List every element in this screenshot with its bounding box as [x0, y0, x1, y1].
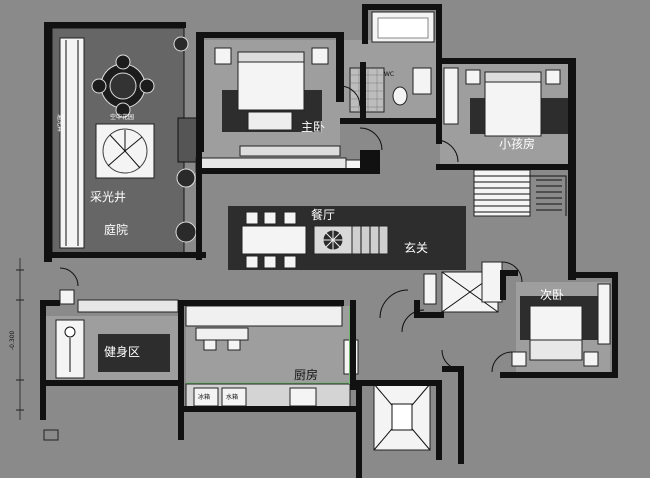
label-foyer: 玄关 — [404, 240, 428, 255]
gym-area — [46, 289, 180, 382]
label-master-bedroom: 主卧 — [301, 120, 325, 134]
tree-planter — [95, 123, 155, 179]
label-appliance-right: 水箱 — [226, 393, 238, 401]
label-level-mark: -0.300 — [9, 330, 16, 350]
toilet — [392, 86, 408, 106]
second-bedroom-area — [511, 282, 611, 374]
kitchen-area — [185, 305, 359, 411]
round-table — [91, 54, 155, 118]
label-dining-room: 餐厅 — [311, 207, 335, 222]
staircase — [473, 169, 567, 217]
dining-table — [241, 225, 307, 255]
kids-bed — [484, 71, 542, 137]
shaft-box — [423, 261, 503, 313]
walls — [40, 4, 618, 478]
bathroom-area — [340, 11, 436, 120]
door-swings — [59, 85, 523, 373]
courtyard-area — [51, 27, 199, 255]
master-bedroom-area — [200, 40, 341, 158]
label-courtyard: 庭院 — [104, 222, 128, 237]
dimension-marks — [16, 258, 59, 441]
label-light-well: 采光井 — [90, 190, 126, 204]
elevator — [373, 383, 431, 451]
kids-room-area — [440, 62, 572, 170]
label-second-bedroom: 次卧 — [540, 288, 564, 302]
dining-foyer-area — [228, 206, 466, 270]
label-appliance-left: 冰箱 — [198, 393, 210, 401]
label-gym: 健身区 — [104, 344, 140, 359]
label-light-well-side: 通光井 — [56, 114, 64, 132]
label-garden-pavilion: 空中花园 — [110, 113, 134, 121]
label-wc: WC — [384, 71, 394, 78]
gym-mat — [98, 334, 170, 372]
light-well-strip — [59, 37, 85, 249]
label-kids-room: 小孩房 — [499, 136, 535, 151]
label-kitchen: 厨房 — [294, 367, 318, 382]
